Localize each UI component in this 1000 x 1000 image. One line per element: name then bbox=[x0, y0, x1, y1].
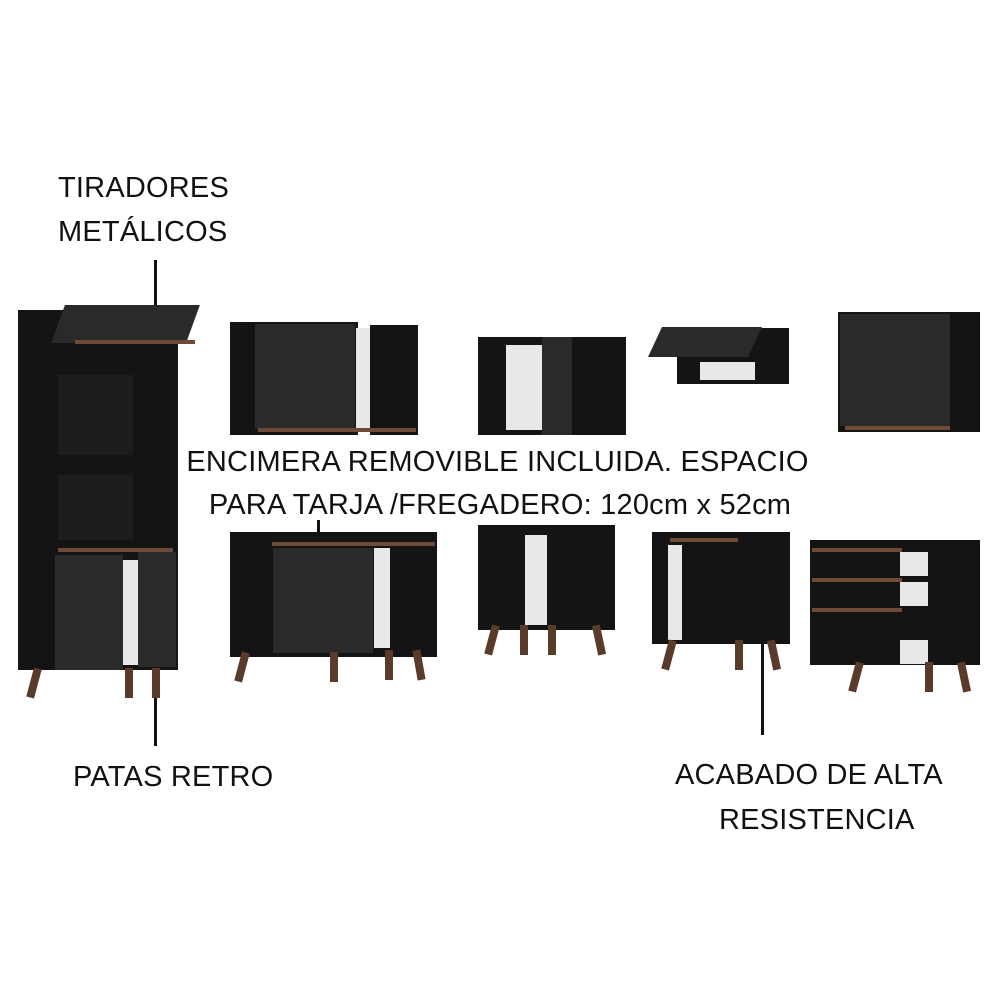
label-finish-line1: ACABADO DE ALTA bbox=[675, 759, 943, 791]
pointer-line-legs bbox=[154, 688, 157, 746]
label-finish-line2: RESISTENCIA bbox=[719, 804, 915, 836]
pointer-line-handles bbox=[154, 260, 157, 342]
label-handles-line2: METÁLICOS bbox=[58, 216, 228, 248]
label-legs: PATAS RETRO bbox=[73, 761, 274, 793]
label-countertop-line1: ENCIMERA REMOVIBLE INCLUIDA. ESPACIO bbox=[186, 446, 809, 478]
pointer-line-countertop bbox=[317, 520, 320, 536]
label-handles-line1: TIRADORES bbox=[58, 172, 229, 204]
label-countertop-line2: PARA TARJA /FREGADERO: 120cm x 52cm bbox=[208, 489, 792, 521]
pointer-line-finish bbox=[761, 630, 764, 735]
